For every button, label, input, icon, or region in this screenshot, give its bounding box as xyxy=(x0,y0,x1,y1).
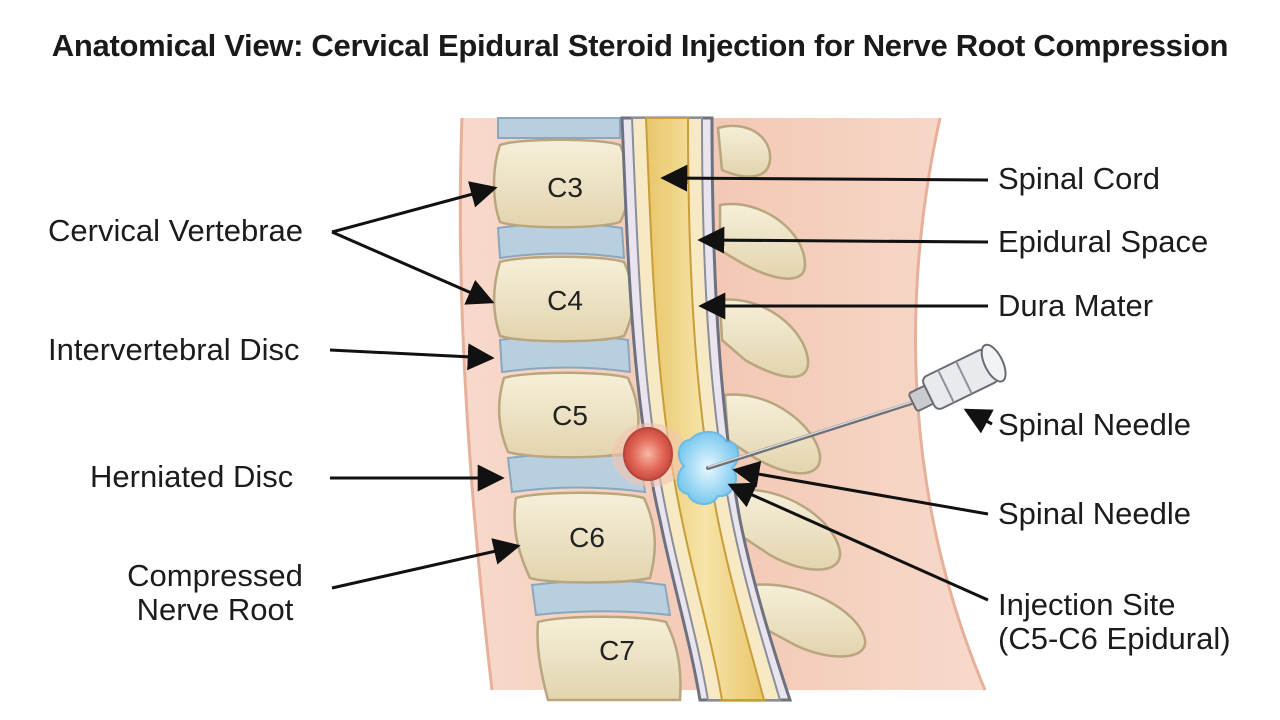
vertebra-label-c7: C7 xyxy=(599,635,635,666)
arrow-cervical-vertebrae-c3 xyxy=(331,181,498,234)
label-spinal-cord: Spinal Cord xyxy=(998,161,1160,196)
diagram-title: Anatomical View: Cervical Epidural Stero… xyxy=(51,28,1229,63)
label-compressed-nerve-root-line1: Compressed xyxy=(127,558,303,593)
vertebral-bodies xyxy=(492,138,682,702)
arrow-spinal-cord xyxy=(660,164,989,192)
arrow-intervertebral-disc xyxy=(329,343,495,371)
spinal-needle xyxy=(706,343,1007,470)
arrow-injection-site xyxy=(727,482,989,602)
label-cervical-vertebrae: Cervical Vertebrae xyxy=(48,213,304,248)
vertebra-label-c3: C3 xyxy=(547,172,583,203)
label-injection-site-line2: (C5-C6 Epidural) xyxy=(998,621,1231,656)
label-spinal-needle-1: Spinal Needle xyxy=(998,407,1192,442)
arrow-epidural-space xyxy=(697,226,989,254)
label-intervertebral-disc: Intervertebral Disc xyxy=(48,332,300,367)
arrow-spinal-needle-1 xyxy=(963,408,994,434)
spinal-canal xyxy=(620,116,793,702)
label-injection-site: Injection Site (C5-C6 Epidural) xyxy=(998,588,1231,656)
label-compressed-nerve-root: Compressed Nerve Root xyxy=(100,559,330,627)
vertebra-label-c4: C4 xyxy=(547,285,583,316)
vertebra-label-c6: C6 xyxy=(569,522,605,553)
spinous-processes xyxy=(716,124,867,658)
arrow-compressed-nerve-root xyxy=(331,538,521,590)
label-compressed-nerve-root-line2: Nerve Root xyxy=(136,592,294,627)
herniated-disc-bulge xyxy=(612,423,688,487)
vertebra-label-c5: C5 xyxy=(552,400,588,431)
arrow-cervical-vertebrae-c4 xyxy=(331,230,495,305)
label-injection-site-line1: Injection Site xyxy=(998,587,1176,622)
leader-arrows xyxy=(329,164,994,602)
arrow-spinal-needle-2 xyxy=(732,460,989,516)
label-dura-mater: Dura Mater xyxy=(998,288,1154,323)
label-herniated-disc: Herniated Disc xyxy=(90,459,294,494)
label-spinal-needle-2: Spinal Needle xyxy=(998,496,1192,531)
label-epidural-space: Epidural Space xyxy=(998,224,1209,259)
